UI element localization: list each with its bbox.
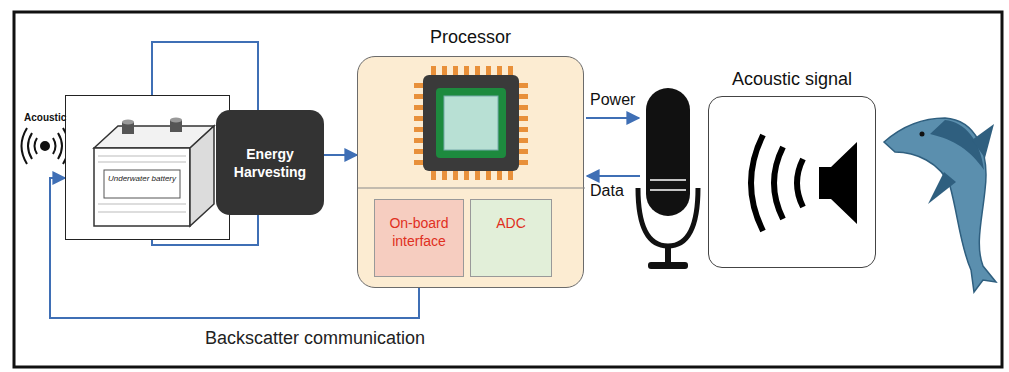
box-label: On-board interface	[379, 214, 459, 250]
interface-box: On-board interface	[374, 199, 464, 277]
adc-box: ADC	[470, 199, 552, 277]
processor-box: ProcessorOn-board interfaceADC	[357, 56, 584, 288]
power-arrow	[586, 117, 639, 119]
box-title: Acoustic signal	[709, 68, 875, 90]
dolphin-illustration	[884, 118, 996, 292]
signal-label: Data	[590, 181, 624, 201]
wireless-icon	[22, 128, 69, 164]
signal-label: Power	[590, 90, 635, 110]
data-arrow	[587, 175, 640, 177]
signal-label: Acoustic	[24, 111, 66, 125]
box-label: ADC	[496, 214, 526, 232]
microphone-icon	[638, 88, 698, 269]
box-label: Energy Harvesting	[222, 145, 318, 181]
acoustic-signal-box: Acoustic signal	[708, 96, 876, 268]
battery-label: Underwater battery	[106, 174, 178, 184]
connector-line	[324, 154, 357, 156]
battery-illustration	[66, 96, 231, 241]
battery-box: Underwater battery	[65, 95, 230, 240]
energy-harvesting-box: Energy Harvesting	[216, 110, 324, 215]
outer-frame	[14, 12, 1002, 367]
box-title: Processor	[358, 26, 583, 48]
edge-label: Backscatter communication	[205, 327, 425, 349]
speaker-illustration	[709, 97, 877, 269]
